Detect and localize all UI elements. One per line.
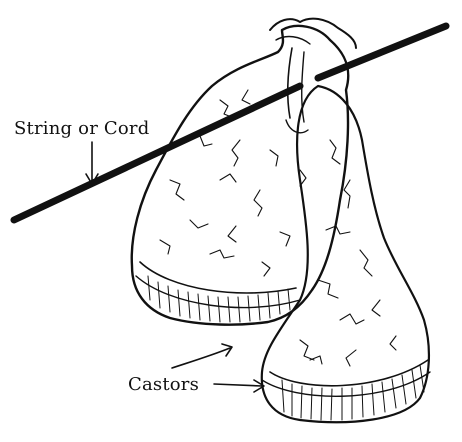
string-or-cord-label: String or Cord xyxy=(14,118,149,139)
castors-leader-arrow-lower xyxy=(214,380,264,392)
string-or-cord-end xyxy=(318,26,446,78)
castors-leader-arrow-upper xyxy=(172,344,232,368)
string-leader-arrow xyxy=(86,142,98,184)
left-castor-sac xyxy=(132,19,356,325)
right-castor-sac xyxy=(262,86,430,422)
string-or-cord xyxy=(14,86,300,220)
castors-label: Castors xyxy=(128,374,199,395)
